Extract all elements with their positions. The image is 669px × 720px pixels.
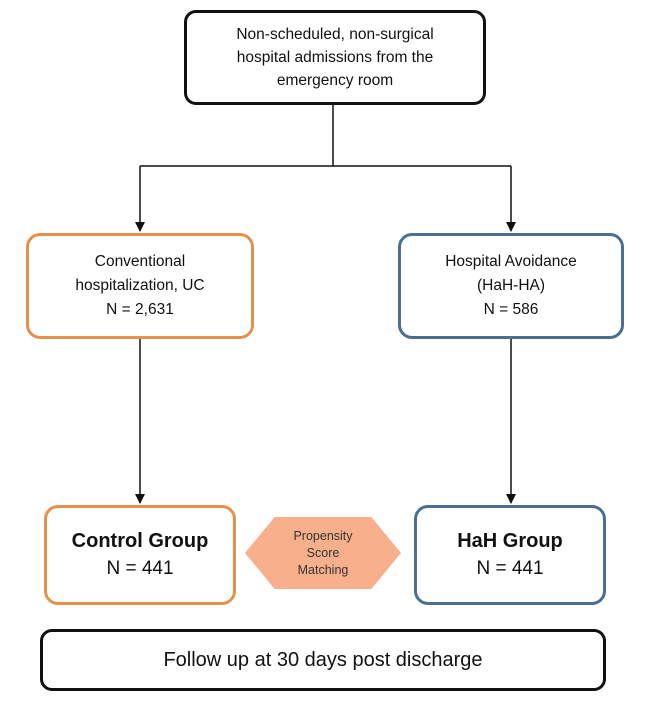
- hospital-avoidance-box: Hospital Avoidance (HaH-HA) N = 586: [398, 233, 624, 339]
- avoidance-line-2: (HaH-HA): [476, 277, 546, 294]
- matching-line-1: Propensity: [293, 528, 353, 543]
- control-group-title: Control Group: [71, 530, 209, 552]
- propensity-score-matching-hexagon: Propensity Score Matching: [245, 517, 401, 589]
- admissions-box: Non-scheduled, non-surgical hospital adm…: [184, 10, 486, 105]
- admissions-line-2: hospital admissions from the: [236, 49, 434, 66]
- hah-group-count: N = 441: [476, 558, 544, 579]
- avoidance-count: N = 586: [483, 301, 539, 318]
- follow-up-box: Follow up at 30 days post discharge: [40, 629, 606, 691]
- control-group-count: N = 441: [106, 558, 174, 579]
- conventional-count: N = 2,631: [106, 301, 174, 318]
- matching-line-3: Matching: [297, 562, 349, 577]
- follow-up-text: Follow up at 30 days post discharge: [163, 648, 483, 671]
- hah-group-box: HaH Group N = 441: [414, 505, 606, 605]
- conventional-line-2: hospitalization, UC: [75, 277, 205, 294]
- conventional-line-1: Conventional: [94, 253, 186, 270]
- control-group-box: Control Group N = 441: [44, 505, 236, 605]
- admissions-line-3: emergency room: [276, 72, 394, 89]
- admissions-line-1: Non-scheduled, non-surgical: [236, 26, 434, 43]
- conventional-hospitalization-box: Conventional hospitalization, UC N = 2,6…: [26, 233, 254, 339]
- hah-group-title: HaH Group: [457, 530, 563, 552]
- matching-line-2: Score: [306, 545, 340, 560]
- avoidance-line-1: Hospital Avoidance: [445, 253, 577, 270]
